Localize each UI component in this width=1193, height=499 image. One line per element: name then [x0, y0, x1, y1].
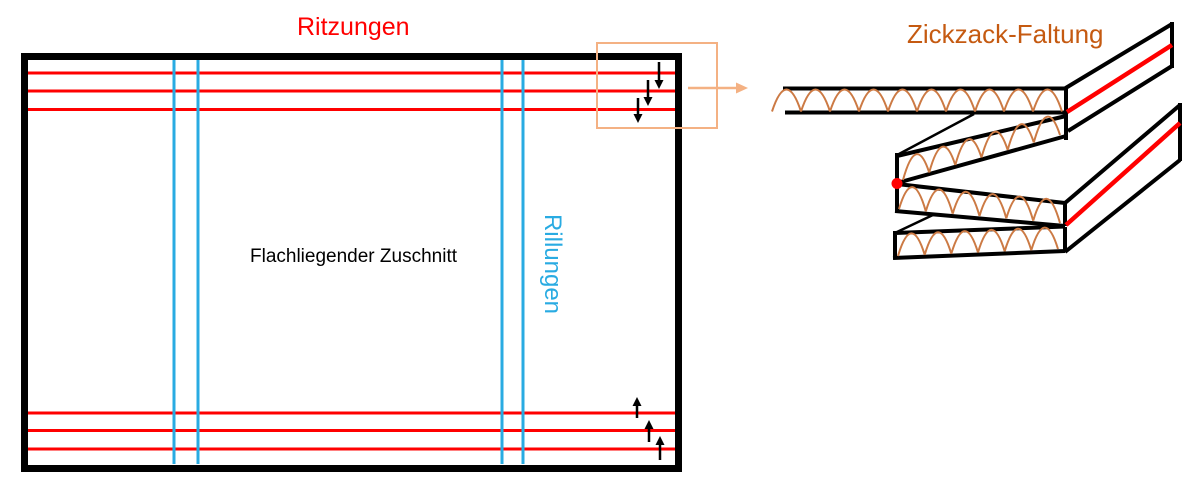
flute-arcs-layer4: [897, 226, 1059, 257]
down-arrow-heads: [633, 80, 664, 123]
fold-point-dot: [891, 178, 903, 189]
crease-lines: [172, 60, 525, 464]
cutout-outline: [21, 53, 682, 472]
detail-pointer-arrow: [688, 82, 748, 94]
fold-direction-arrows-top: [633, 62, 664, 123]
scorings-label: Ritzungen: [297, 13, 410, 41]
detail-arrow-head: [736, 82, 748, 94]
down-arrow-shafts: [636, 62, 661, 114]
zigzag-folding-label: Zickzack-Faltung: [907, 19, 1104, 49]
flat-blank-diagram: [21, 42, 748, 472]
creases-label: Rillungen: [539, 213, 567, 315]
score-lines-top: [28, 71, 675, 111]
score-fold-lines: [1064, 43, 1182, 227]
flute-arcs-layer1: [771, 88, 1063, 112]
flute-arcs-layer2: [902, 115, 1061, 181]
zigzag-fold-diagram: [771, 22, 1182, 260]
board-depth-slivers: [896, 112, 975, 234]
up-arrow-shafts: [635, 405, 662, 460]
score-lines-bottom: [28, 411, 675, 451]
detail-highlight-box: [596, 42, 718, 129]
fold-direction-arrows-bottom: [632, 397, 665, 460]
board-edges: [783, 22, 1182, 260]
flat-blank-label: Flachliegender Zuschnitt: [250, 246, 457, 267]
up-arrow-heads: [632, 397, 665, 445]
flute-arcs-layer3: [898, 186, 1061, 224]
